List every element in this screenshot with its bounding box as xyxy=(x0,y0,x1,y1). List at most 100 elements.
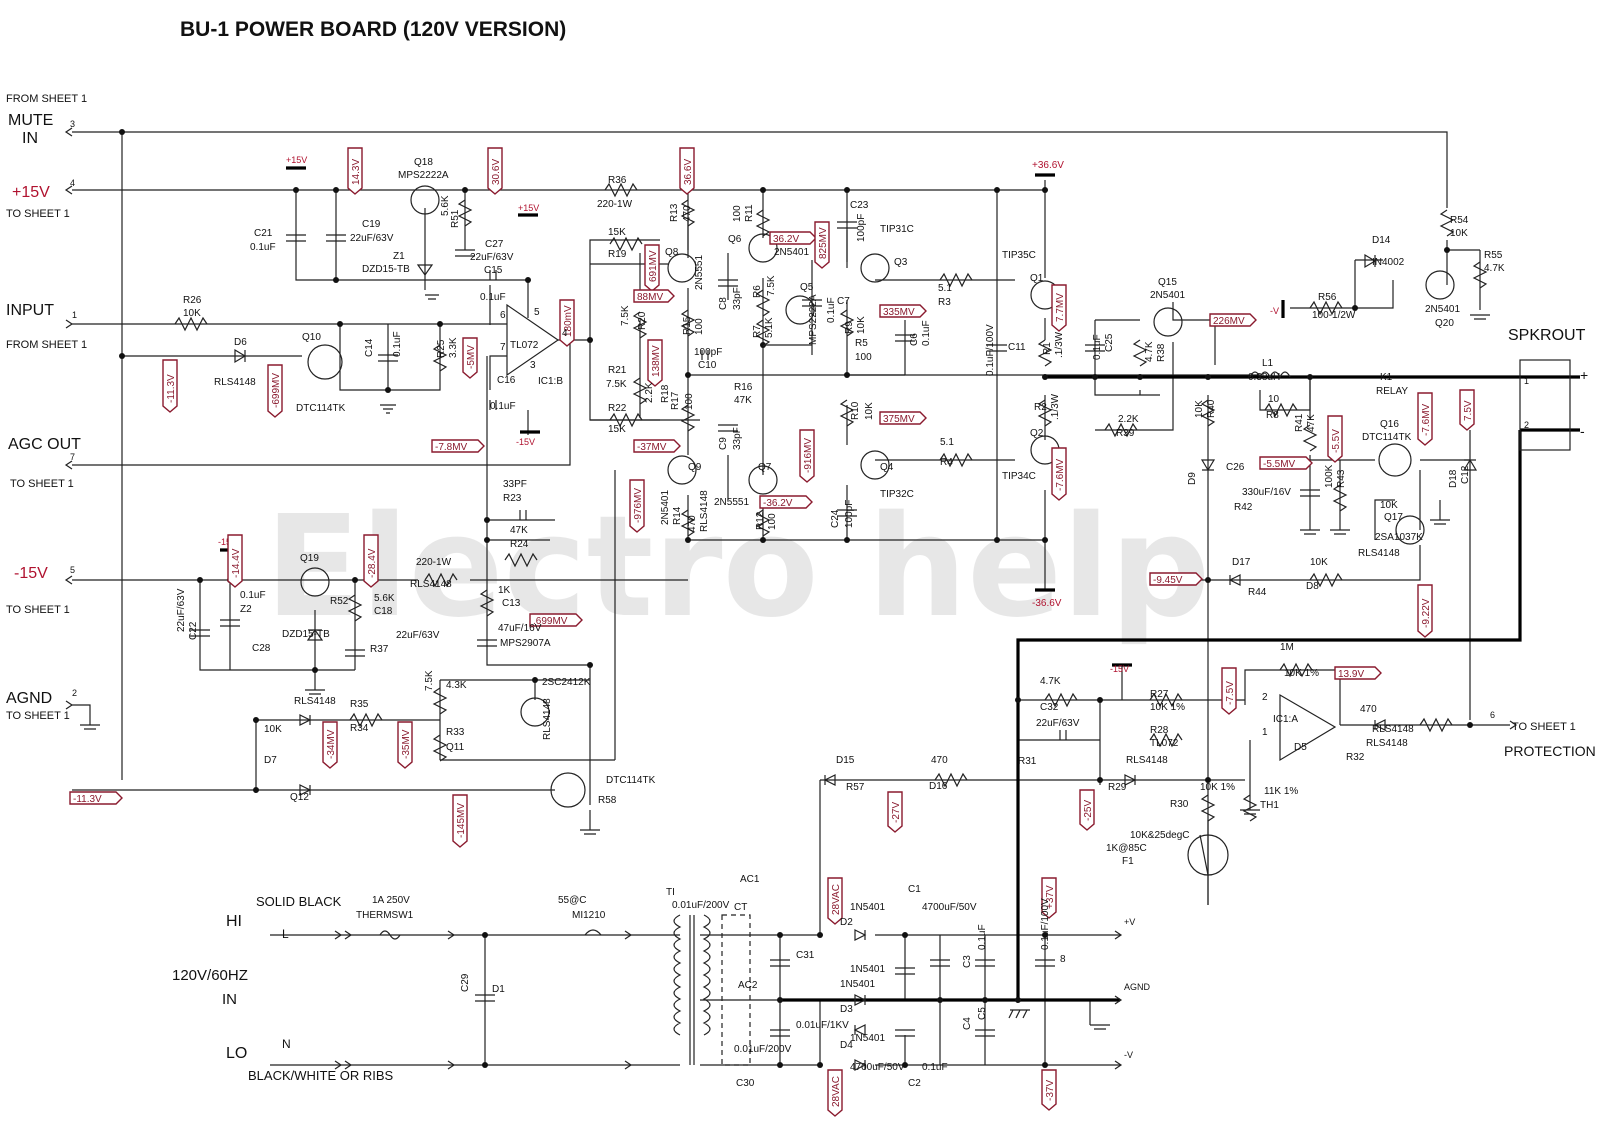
voltage-tag-text: 138MV xyxy=(651,345,662,377)
power-in-labels: HI LO SOLID BLACK L N BLACK/WHITE OR RIB… xyxy=(172,894,1151,1083)
component-label: C13 xyxy=(502,598,521,609)
voltage-tag-text: 30.6V xyxy=(491,159,502,185)
component-label: 33pF xyxy=(732,427,743,450)
component-label: R21 xyxy=(608,365,627,376)
port-from-sheet1-top: FROM SHEET 1 xyxy=(6,93,87,105)
voltage-tag: 30.6V xyxy=(487,147,503,195)
component-label: 0.1uF xyxy=(480,292,506,303)
component-label: TH1 xyxy=(1260,800,1279,811)
capacitors xyxy=(190,221,1320,1037)
port-mute-label: MUTE xyxy=(8,112,53,129)
port-to-sheet1-c: TO SHEET 1 xyxy=(6,604,70,616)
voltage-tag-text: -699MV xyxy=(271,373,282,408)
component-label: Q5 xyxy=(800,282,814,293)
port-prot-to: TO SHEET 1 xyxy=(1512,721,1576,733)
component-label: C8 xyxy=(718,297,729,310)
component-label: C6 xyxy=(909,333,920,346)
voltage-tag-text: -9.22V xyxy=(1421,598,1432,628)
component-label: R36 xyxy=(608,175,627,186)
component-label: R6 xyxy=(752,285,763,298)
component-label: C1 xyxy=(908,884,921,895)
component-label: RELAY xyxy=(1376,386,1408,397)
component-label: R24 xyxy=(510,539,529,550)
component-label: R5 xyxy=(855,338,868,349)
voltage-tag: 335MV xyxy=(879,304,927,318)
port-spk-pin2: 2 xyxy=(1524,420,1529,430)
component-label: C26 xyxy=(1226,462,1245,473)
component-label: RLS4148 xyxy=(1372,724,1414,735)
component-label: 7.5K xyxy=(606,379,627,390)
component-label: 10K xyxy=(1310,557,1328,568)
component-label: 0.1uF xyxy=(392,331,403,357)
voltage-tag-text: 88MV xyxy=(637,292,663,303)
component-label: 5.1 xyxy=(938,283,952,294)
component-label: 1N5401 xyxy=(850,964,885,975)
voltage-tag-text: -7.6MV xyxy=(1421,403,1432,436)
voltage-tag-text: +37V xyxy=(1045,885,1056,909)
component-label: MPS2222A xyxy=(398,170,449,181)
component-label: C22 xyxy=(188,621,199,640)
port-plus15-pin: 4 xyxy=(70,178,75,188)
component-label: 11K 1% xyxy=(1264,786,1298,797)
voltage-tag-text: 36.6V xyxy=(683,159,694,185)
voltage-tag-text: 7.5V xyxy=(1463,400,1474,421)
voltage-tag: -35MV xyxy=(397,721,413,769)
component-label: R34 xyxy=(350,723,369,734)
component-label: 2N5551 xyxy=(694,255,705,290)
component-label: D2 xyxy=(840,917,853,928)
component-label: 10K xyxy=(183,308,201,319)
component-label: C23 xyxy=(850,200,869,211)
component-label: TIP34C xyxy=(1002,471,1036,482)
component-label: 0.1uF xyxy=(977,924,988,950)
component-label: Q11 xyxy=(446,742,465,753)
component-label: R55 xyxy=(1484,250,1503,261)
voltage-tag-text: 36.2V xyxy=(773,234,799,245)
voltage-tag-text: -916MV xyxy=(803,438,814,473)
ground-symbols xyxy=(80,294,1490,1030)
component-label: R26 xyxy=(183,295,202,306)
voltage-tag-text: -34MV xyxy=(326,729,337,759)
voltage-tag-text: -28.4V xyxy=(367,548,378,578)
component-label: TL072 xyxy=(1150,738,1179,749)
component-label: 10K 1% xyxy=(1200,782,1235,793)
component-label: R41 xyxy=(1294,413,1305,432)
component-label: 220-1W xyxy=(416,557,452,568)
component-label: TIP31C xyxy=(880,224,914,235)
component-label: 47uF/16V xyxy=(498,623,542,634)
component-label: R32 xyxy=(1346,752,1365,763)
component-label: .1/3W xyxy=(1054,331,1065,358)
component-label: C31 xyxy=(796,950,815,961)
component-label: R23 xyxy=(503,493,522,504)
voltage-tag: 691MV xyxy=(644,244,660,292)
component-label: R37 xyxy=(370,644,389,655)
voltage-tag: 14.3V xyxy=(347,147,363,195)
component-label: C7 xyxy=(837,296,850,307)
component-label: RLS4148 xyxy=(214,377,256,388)
component-label: 33PF xyxy=(503,479,527,490)
component-label: R39 xyxy=(1116,428,1135,439)
component-label: MI1210 xyxy=(572,910,606,921)
voltage-tag: 180mV xyxy=(559,299,575,347)
voltage-tag: -976MV xyxy=(629,479,645,533)
component-label: R12 xyxy=(755,511,766,530)
component-label: C29 xyxy=(460,973,471,992)
component-labels: Q18MPS2222A5.6KR51C210.1uFC1922uF/63VZ1D… xyxy=(176,157,1505,1089)
voltage-tag: 36.6V xyxy=(679,147,695,195)
component-label: C12 xyxy=(1460,465,1471,484)
component-label: 1N5401 xyxy=(840,979,875,990)
component-label: MPS2222A xyxy=(808,294,819,345)
component-label: 0.1uF xyxy=(250,242,276,253)
component-label: Q20 xyxy=(1435,318,1454,329)
component-label: 0.01uF/200V xyxy=(734,1044,792,1055)
voltage-tag-text: -11.3V xyxy=(73,794,102,805)
component-label: 100 xyxy=(732,205,743,222)
component-label: R25 xyxy=(436,339,447,358)
voltage-tag: -916MV xyxy=(799,429,815,483)
component-label: 10K xyxy=(1450,228,1468,239)
component-label: 100 xyxy=(767,513,778,530)
voltage-tag: -11.3V xyxy=(162,359,178,413)
mains-solid-black: SOLID BLACK xyxy=(256,894,342,909)
component-label: IN4002 xyxy=(1372,257,1405,268)
